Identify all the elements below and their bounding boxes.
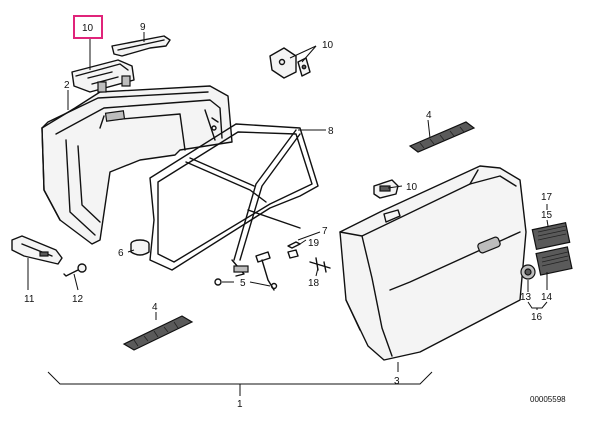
callout-11[interactable]: 11 (24, 294, 35, 305)
callout-19[interactable]: 19 (308, 238, 320, 249)
callout-6[interactable]: 6 (118, 248, 124, 259)
latch-part-middle[interactable] (373, 179, 399, 199)
case-body-part[interactable] (41, 85, 233, 245)
callout-12[interactable]: 12 (72, 294, 84, 305)
lid-part[interactable] (339, 165, 527, 361)
lock-part[interactable] (11, 235, 63, 265)
callout-13[interactable]: 13 (520, 292, 532, 303)
callout-2[interactable]: 2 (64, 80, 70, 91)
washer-part[interactable] (214, 278, 222, 286)
callout-8[interactable]: 8 (328, 126, 334, 137)
callout-5[interactable]: 5 (240, 278, 246, 289)
callout-3[interactable]: 3 (394, 376, 400, 387)
callout-7[interactable]: 7 (322, 226, 328, 237)
screw-part[interactable] (309, 257, 331, 273)
callout-9[interactable]: 9 (140, 22, 146, 33)
clip-part[interactable] (287, 241, 301, 259)
callout-10-top[interactable]: 10 (82, 23, 94, 34)
diagram-id: 00005598 (530, 395, 566, 404)
inner-frame-part[interactable] (149, 123, 319, 277)
reflector-lower-part[interactable] (535, 246, 573, 276)
callout-15[interactable]: 15 (541, 210, 553, 221)
key-part[interactable] (63, 263, 87, 277)
callout-10-middle[interactable]: 10 (406, 182, 418, 193)
rubber-strip-right-part[interactable] (408, 121, 476, 153)
callout-4-right[interactable]: 4 (426, 110, 432, 121)
leader-lines (27, 32, 549, 396)
rubber-strip-left-part[interactable] (122, 315, 194, 351)
callout-16[interactable]: 16 (531, 312, 543, 323)
strap-part[interactable] (111, 35, 171, 57)
callout-4-left[interactable]: 4 (152, 302, 158, 313)
buffer-part[interactable] (130, 239, 150, 256)
highlight-box (73, 15, 103, 39)
grip-handle-part[interactable] (71, 59, 135, 93)
callout-10-right[interactable]: 10 (322, 40, 334, 51)
emblem-part[interactable] (520, 264, 536, 280)
callout-labels: 10 9 10 2 8 4 10 17 15 7 19 6 5 18 13 14… (24, 22, 553, 410)
callout-18[interactable]: 18 (308, 278, 320, 289)
latch-part-upper[interactable] (269, 47, 311, 79)
callout-1[interactable]: 1 (237, 399, 243, 410)
reflector-upper-part[interactable] (531, 221, 571, 251)
callout-17[interactable]: 17 (541, 192, 553, 203)
callout-14[interactable]: 14 (541, 292, 553, 303)
hinge-arm-part[interactable] (255, 251, 278, 291)
